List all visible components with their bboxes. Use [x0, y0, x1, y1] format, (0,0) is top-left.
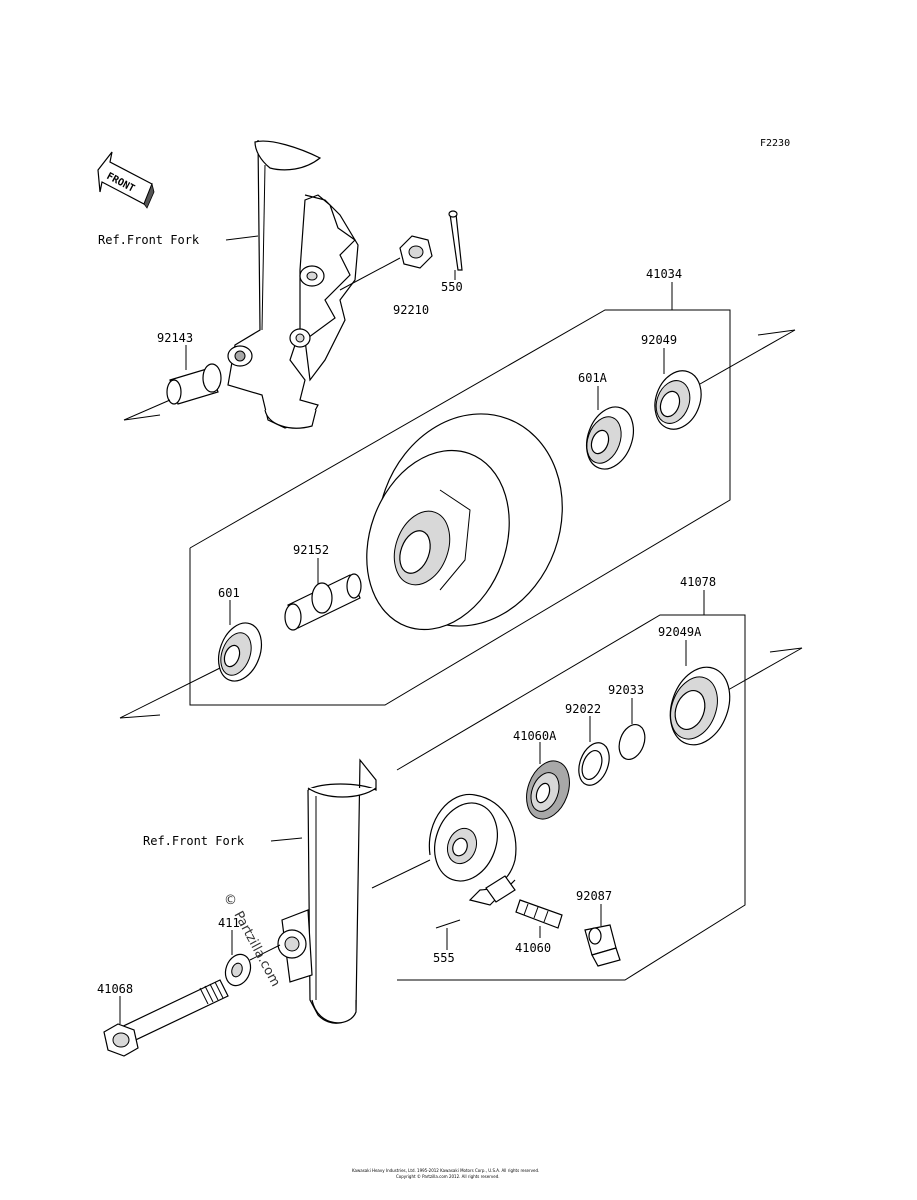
label-92022: 92022	[565, 702, 601, 716]
part-92022-washer	[578, 716, 610, 786]
label-41034: 41034	[646, 267, 682, 281]
label-41060: 41060	[515, 941, 551, 955]
part-411-washer	[224, 930, 252, 987]
part-555-pin	[435, 919, 461, 950]
part-92152-spacer	[284, 558, 362, 631]
label-41060A: 41060A	[513, 729, 557, 743]
part-601A-bearing	[586, 386, 634, 470]
part-92087-bushing	[584, 904, 621, 967]
part-92049A-seal	[669, 640, 731, 746]
front-fork-lower	[277, 758, 377, 1024]
front-fork-upper	[227, 139, 359, 429]
label-555: 555	[433, 951, 455, 965]
label-601: 601	[218, 586, 240, 600]
label-92087: 92087	[576, 889, 612, 903]
label-92143: 92143	[157, 331, 193, 345]
hub-brake-disc	[366, 413, 563, 631]
kit-41078-outline	[396, 614, 746, 981]
part-41068-axle	[103, 944, 281, 1057]
footer-line-1: Kawasaki Heavy Industries, Ltd. 1995-201…	[352, 1168, 539, 1173]
label-92210: 92210	[393, 303, 429, 317]
part-550-cotter-pin	[448, 210, 463, 280]
speedometer-gear-housing	[371, 793, 517, 906]
part-92049-seal	[654, 348, 702, 430]
front-arrow-icon: FRONT	[97, 151, 155, 209]
part-41060-pinion	[515, 899, 563, 938]
ref-front-fork-upper-label: Ref.Front Fork	[98, 233, 200, 247]
label-92049A: 92049A	[658, 625, 702, 639]
part-41060A-gear	[526, 742, 570, 820]
ref-front-fork-lower-label: Ref.Front Fork	[143, 834, 245, 848]
part-92210-nut	[339, 235, 433, 291]
figure-id: F2230	[760, 138, 790, 149]
label-550: 550	[441, 280, 463, 294]
footer-line-2: Copyright © Partzilla.com 2012. All righ…	[396, 1174, 500, 1179]
label-411: 411	[218, 916, 240, 930]
label-92033: 92033	[608, 683, 644, 697]
label-41078: 41078	[680, 575, 716, 589]
part-92143-collar	[123, 345, 222, 421]
label-92152: 92152	[293, 543, 329, 557]
label-41068: 41068	[97, 982, 133, 996]
label-601A: 601A	[578, 371, 608, 385]
part-601-bearing	[217, 600, 263, 682]
watermark-copyright: ©	[224, 893, 237, 908]
part-92033-circlip	[618, 698, 646, 761]
label-92049: 92049	[641, 333, 677, 347]
kit-41034-outline	[189, 309, 731, 706]
